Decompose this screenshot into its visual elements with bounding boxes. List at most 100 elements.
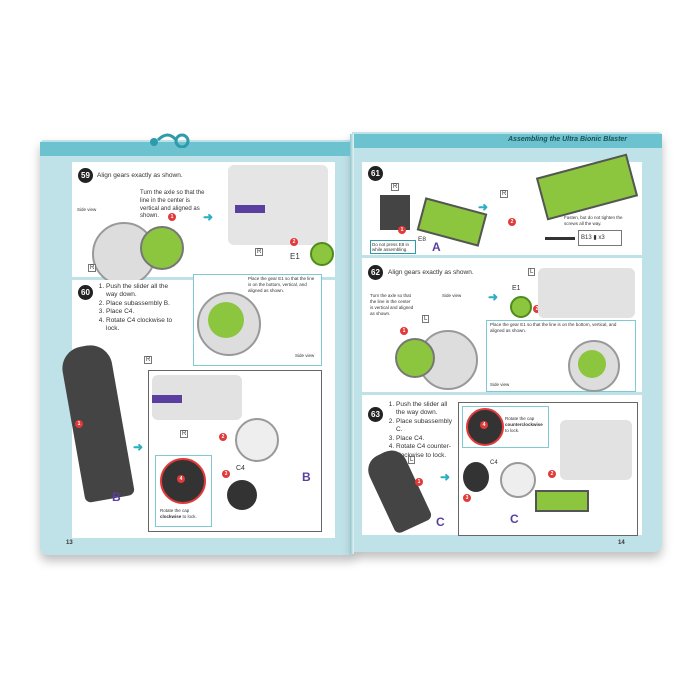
step-62-title: Align gears exactly as shown. bbox=[388, 269, 474, 276]
side-view-label: Side view bbox=[77, 207, 97, 212]
step-59-note: Turn the axle so that the line in the ce… bbox=[140, 190, 205, 220]
marker-4: 4 bbox=[177, 475, 185, 483]
callout-side-view: Side view bbox=[490, 382, 510, 387]
header-title: Assembling the Ultra Bionic Blaster bbox=[508, 136, 628, 143]
part-e1: E1 bbox=[290, 252, 300, 261]
subassembly-b-label: B bbox=[112, 490, 121, 504]
purple-part bbox=[235, 205, 265, 213]
marker-1: 1 bbox=[168, 213, 176, 221]
marker-1: 1 bbox=[75, 420, 83, 428]
text: to lock. bbox=[181, 513, 197, 519]
arm-b-illustration bbox=[235, 418, 279, 462]
instruction: Place C4. bbox=[396, 435, 456, 443]
blaster-assembly-illustration bbox=[560, 420, 632, 480]
page-number-right: 14 bbox=[618, 540, 625, 546]
callout-text: Place the gear E1 so that the line is on… bbox=[490, 322, 617, 333]
gear-e1-icon bbox=[310, 242, 334, 266]
rotate-cap-text: Rotate the cap clockwise to lock. bbox=[160, 508, 208, 520]
green-gear-illustration bbox=[578, 350, 606, 378]
subassembly-c-label: C bbox=[436, 515, 445, 529]
bicycle-logo-icon bbox=[148, 130, 192, 149]
marker-2: 2 bbox=[508, 218, 516, 226]
step-59-number: 59 bbox=[78, 168, 93, 183]
purple-part bbox=[152, 395, 182, 403]
left-header-band bbox=[40, 142, 354, 156]
screw-qty: x3 bbox=[598, 235, 605, 241]
green-part-illustration bbox=[535, 490, 589, 512]
instruction: Push the slider all the way down. bbox=[106, 283, 176, 300]
part-e8: E8 bbox=[418, 236, 426, 243]
step-62-number: 62 bbox=[368, 265, 383, 280]
arrow-right-icon: ➜ bbox=[478, 200, 489, 214]
screw-part: B13 bbox=[581, 235, 592, 241]
rotate-cap-text: Rotate the cap counterclockwise to lock. bbox=[505, 416, 545, 434]
screwdriver-icon bbox=[545, 237, 575, 240]
instruction: Push the slider all the way down. bbox=[396, 401, 456, 418]
subassembly-a-label: A bbox=[432, 240, 441, 254]
cap-c4-illustration bbox=[463, 462, 489, 492]
page-number-left: 13 bbox=[66, 540, 73, 546]
step-59-title: Align gears exactly as shown. bbox=[97, 172, 183, 179]
step-63-number: 63 bbox=[368, 407, 383, 422]
frame-illustration bbox=[380, 195, 410, 230]
arrow-right-icon: ➜ bbox=[440, 470, 451, 484]
spine bbox=[350, 134, 354, 554]
text-bold: clockwise bbox=[160, 513, 182, 519]
warning-box: Do not press E8 in while assembling. bbox=[370, 240, 416, 254]
green-gear-illustration bbox=[208, 302, 244, 338]
part-c4: C4 bbox=[236, 465, 245, 472]
step-60-instructions: Push the slider all the way down. Place … bbox=[96, 283, 176, 334]
marker-2: 2 bbox=[533, 305, 541, 313]
assembly-illustration bbox=[538, 268, 635, 318]
label-l-2: L bbox=[528, 268, 536, 276]
marker-3: 3 bbox=[463, 494, 471, 502]
step-60-number: 60 bbox=[78, 285, 93, 300]
callout-side-view: Side view bbox=[295, 353, 315, 358]
label-r-2: R bbox=[180, 430, 189, 438]
arrow-right-icon: ➜ bbox=[133, 440, 144, 454]
text: to lock. bbox=[505, 427, 520, 433]
step-61-number: 61 bbox=[368, 166, 383, 181]
marker-1: 1 bbox=[415, 478, 423, 486]
instruction: Place subassembly B. bbox=[106, 300, 176, 308]
label-l: L bbox=[422, 315, 430, 323]
marker-2: 2 bbox=[548, 470, 556, 478]
arm-c-illustration bbox=[500, 462, 536, 498]
text: Rotate the cap bbox=[505, 416, 535, 421]
part-c4: C4 bbox=[490, 460, 498, 466]
marker-2: 2 bbox=[219, 433, 227, 441]
label-r-2: R bbox=[255, 248, 264, 256]
gear-e1-icon bbox=[510, 296, 532, 318]
instruction: Place C4. bbox=[106, 308, 176, 316]
gear-illustration bbox=[395, 338, 435, 378]
marker-3: 3 bbox=[222, 470, 230, 478]
screw-count-box: B13 ▮ x3 bbox=[578, 230, 622, 246]
callout-text: Place the gear E1 so that the line is on… bbox=[248, 276, 315, 293]
part-e1: E1 bbox=[512, 285, 521, 292]
label-r: R bbox=[88, 264, 97, 272]
cap-c4-illustration bbox=[227, 480, 257, 510]
label-r: R bbox=[391, 183, 400, 191]
instruction: Rotate C4 counter-clockwise to lock. bbox=[396, 443, 456, 460]
label-r: R bbox=[144, 356, 153, 364]
side-view-label: Side view bbox=[442, 293, 462, 298]
cap-rotation-illustration bbox=[160, 458, 206, 504]
step-62-note: Turn the axle so that the line in the ce… bbox=[370, 293, 414, 316]
arrow-right-icon: ➜ bbox=[488, 290, 499, 304]
marker-2: 2 bbox=[290, 238, 298, 246]
text-bold: counterclockwise bbox=[505, 421, 543, 427]
text: Rotate the cap bbox=[160, 508, 190, 513]
step-63-instructions: Push the slider all the way down. Place … bbox=[386, 401, 456, 460]
marker-1: 1 bbox=[400, 327, 408, 335]
instruction: Place subassembly C. bbox=[396, 418, 456, 435]
label-r-2: R bbox=[500, 190, 509, 198]
fasten-note: Fasten, but do not tighten the screws al… bbox=[564, 215, 623, 226]
arrow-right-icon: ➜ bbox=[203, 210, 214, 224]
right-header-band bbox=[352, 134, 662, 148]
instruction: Rotate C4 clockwise to lock. bbox=[106, 317, 176, 334]
marker-1: 1 bbox=[398, 226, 406, 234]
gear-illustration bbox=[140, 226, 184, 270]
subassembly-b-label-2: B bbox=[302, 470, 311, 484]
label-l: L bbox=[408, 456, 416, 464]
subassembly-c-label-2: C bbox=[510, 512, 519, 526]
